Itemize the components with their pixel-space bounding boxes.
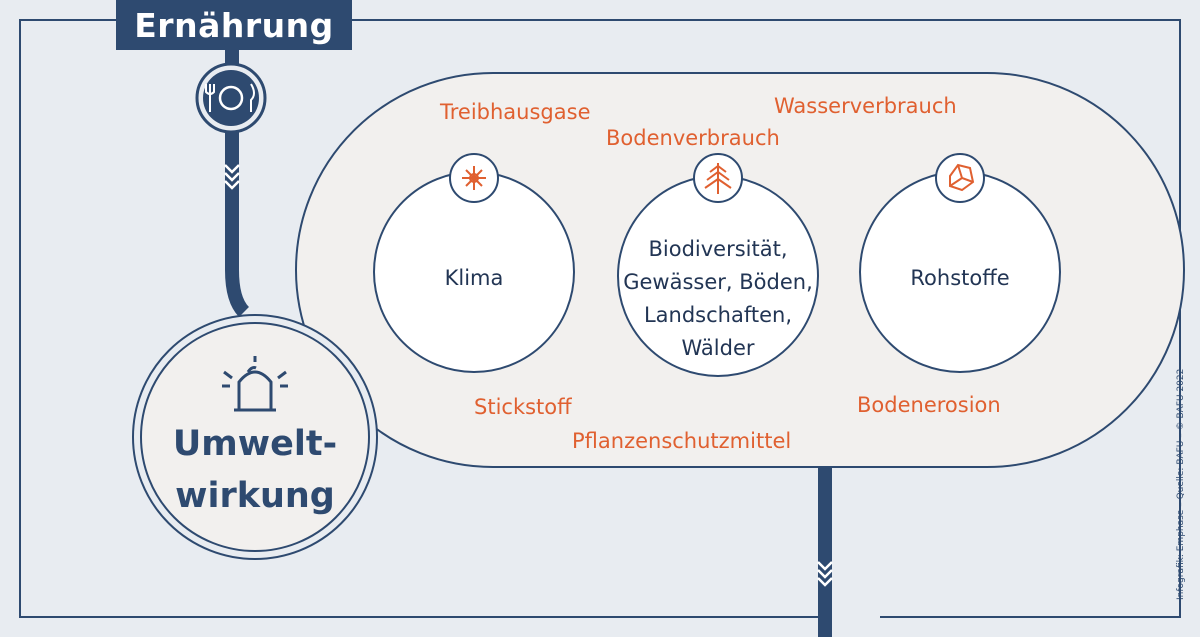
chevron-down-icon <box>224 164 240 190</box>
circle-label-rohstoffe: Rohstoffe <box>860 262 1060 295</box>
factor-bodenerosion: Bodenerosion <box>857 393 1001 417</box>
flow-line <box>225 50 832 637</box>
factor-bodenverbrauch: Bodenverbrauch <box>606 126 780 150</box>
title-ernaehrung: Ernährung <box>116 0 352 50</box>
alarm-light-icon <box>222 356 288 412</box>
tree-icon <box>693 153 743 203</box>
klima-line-1: Klima <box>444 266 504 290</box>
snowflake-sun-icon <box>449 153 499 203</box>
biodiversitaet-line-3: Landschaften, <box>643 303 793 327</box>
biodiversitaet-line-4: Wälder <box>681 336 755 360</box>
rohstoffe-line-1: Rohstoffe <box>910 266 1010 290</box>
factor-treibhausgase: Treibhausgase <box>440 100 591 124</box>
umweltwirkung-circle <box>132 314 378 560</box>
plate-cutlery-icon <box>195 62 267 134</box>
chevron-down-icon <box>817 561 833 587</box>
rock-icon <box>935 153 985 203</box>
factor-pflanzenschutzmittel: Pflanzenschutzmittel <box>572 429 792 453</box>
factor-stickstoff: Stickstoff <box>474 395 572 419</box>
biodiversitaet-line-2: Gewässer, Böden, <box>623 270 813 294</box>
center-label-line-1: Umwelt- <box>172 424 338 464</box>
center-label: Umwelt- wirkung <box>140 418 370 522</box>
center-label-line-2: wirkung <box>175 476 335 516</box>
frame <box>19 19 1181 618</box>
circle-label-biodiversitaet: Biodiversität, Gewässer, Böden, Landscha… <box>608 233 828 365</box>
biodiversitaet-line-1: Biodiversität, <box>648 237 788 261</box>
circle-label-klima: Klima <box>374 262 574 295</box>
factor-wasserverbrauch: Wasserverbrauch <box>774 94 957 118</box>
credit-line: Infografik: Emphase – Quelle: BAFU – © B… <box>1176 368 1186 600</box>
